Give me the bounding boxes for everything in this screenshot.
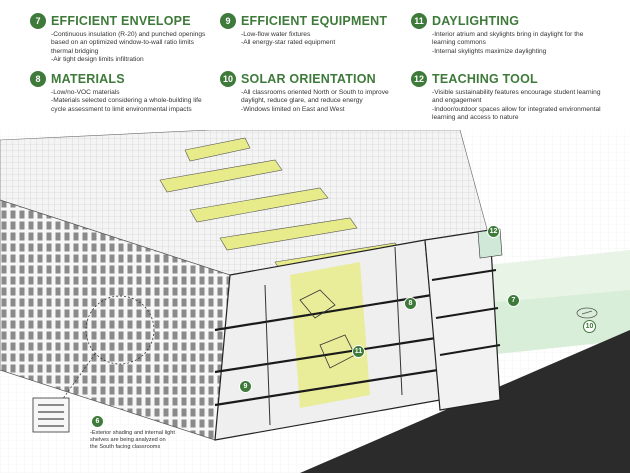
marker-daylighting: 11 xyxy=(352,345,365,358)
skylight xyxy=(219,217,358,251)
strategy-title: DAYLIGHTING xyxy=(432,14,520,28)
marker-teaching-tool: 12 xyxy=(487,225,500,238)
axonometric-drawing xyxy=(0,130,630,473)
strategy-line: based on an optimized window-to-wall rat… xyxy=(51,39,194,47)
shading-callout-text: -Exterior shading and internal light she… xyxy=(90,430,210,451)
floor-slab xyxy=(435,307,499,319)
partition-wall xyxy=(264,284,271,426)
marker-efficient-equipment: 9 xyxy=(239,380,252,393)
strategy-line: learning and access to nature xyxy=(432,113,519,121)
partition-wall xyxy=(394,246,403,396)
strategy-title: TEACHING TOOL xyxy=(432,72,538,86)
detail-leader xyxy=(61,353,96,401)
north-arrow-icon xyxy=(576,307,598,319)
strategy-line: -Indoor/outdoor spaces allow for integra… xyxy=(432,105,601,113)
skylight xyxy=(184,137,251,162)
strategy-number-badge: 12 xyxy=(411,71,427,87)
strategy-number-badge: 9 xyxy=(220,13,236,29)
strategy-materials: 8 MATERIALS -Low/no-VOC materials -Mater… xyxy=(30,70,230,114)
callout-line: shelves are being analyzed on xyxy=(90,437,166,443)
strategy-title: SOLAR ORIENTATION xyxy=(241,72,376,86)
strategy-line: -Low/no-VOC materials xyxy=(51,89,120,96)
north-arrow-pointer xyxy=(581,310,593,315)
strategy-number-badge: 11 xyxy=(411,13,427,29)
strategy-title: EFFICIENT ENVELOPE xyxy=(51,14,191,28)
strategy-line: -Windows limited on East and West xyxy=(241,105,345,113)
strategy-line: -Interior atrium and skylights bring in … xyxy=(432,31,584,38)
strategy-line: cycle assessment to limit environmental … xyxy=(51,105,192,113)
strategy-efficient-equipment: 9 EFFICIENT EQUIPMENT -Low-flow water fi… xyxy=(220,12,420,48)
strategy-line: -All energy-star rated equipment xyxy=(241,39,336,47)
marker-solar-orientation: 10 xyxy=(583,320,596,333)
east-wing-section xyxy=(424,229,501,411)
callout-line: the South facing classrooms xyxy=(90,444,161,450)
strategy-number-badge: 10 xyxy=(220,71,236,87)
strategy-line: daylight, reduce glare, and reduce energ… xyxy=(241,97,363,105)
floor-slab xyxy=(439,344,501,356)
strategy-efficient-envelope: 7 EFFICIENT ENVELOPE -Continuous insulat… xyxy=(30,12,230,64)
strategy-line: -Materials selected considering a whole-… xyxy=(51,97,202,105)
detail-inset xyxy=(32,397,70,433)
strategy-line: -Internal skylights maximize daylighting xyxy=(432,47,547,55)
marker-efficient-envelope: 7 xyxy=(507,294,520,307)
strategy-line: -Air tight design limits infiltration xyxy=(51,55,144,63)
strategy-line: -All classrooms oriented North or South … xyxy=(241,89,389,96)
strategy-number-badge: 7 xyxy=(30,13,46,29)
strategy-line: -Visible sustainability features encoura… xyxy=(432,89,601,96)
shading-fins xyxy=(38,404,64,427)
stair xyxy=(299,289,336,319)
building-section-axonometric xyxy=(0,130,630,473)
marker-shading: 6 xyxy=(91,415,104,428)
detail-callout-circle xyxy=(85,295,155,365)
strategy-line: and engagement xyxy=(432,97,482,105)
skylight xyxy=(189,187,329,223)
strategy-title: EFFICIENT EQUIPMENT xyxy=(241,14,388,28)
strategy-line: -Continuous insulation (R-20) and punche… xyxy=(51,31,206,38)
strategy-teaching-tool: 12 TEACHING TOOL -Visible sustainability… xyxy=(411,70,626,122)
atrium-daylight xyxy=(290,262,370,408)
strategy-title: MATERIALS xyxy=(51,72,125,86)
strategy-number-badge: 8 xyxy=(30,71,46,87)
strategy-line: -Low-flow water fixtures xyxy=(241,31,311,38)
marker-materials: 8 xyxy=(404,297,417,310)
strategy-solar-orientation: 10 SOLAR ORIENTATION -All classrooms ori… xyxy=(220,70,420,114)
strategy-legend: 7 EFFICIENT ENVELOPE -Continuous insulat… xyxy=(0,0,630,128)
strategy-daylighting: 11 DAYLIGHTING -Interior atrium and skyl… xyxy=(411,12,626,56)
callout-line: -Exterior shading and internal light xyxy=(90,430,175,436)
strategy-line: thermal bridging xyxy=(51,47,99,55)
strategy-line: learning commons xyxy=(432,39,486,47)
floor-slab xyxy=(431,269,497,281)
skylight xyxy=(159,159,283,193)
